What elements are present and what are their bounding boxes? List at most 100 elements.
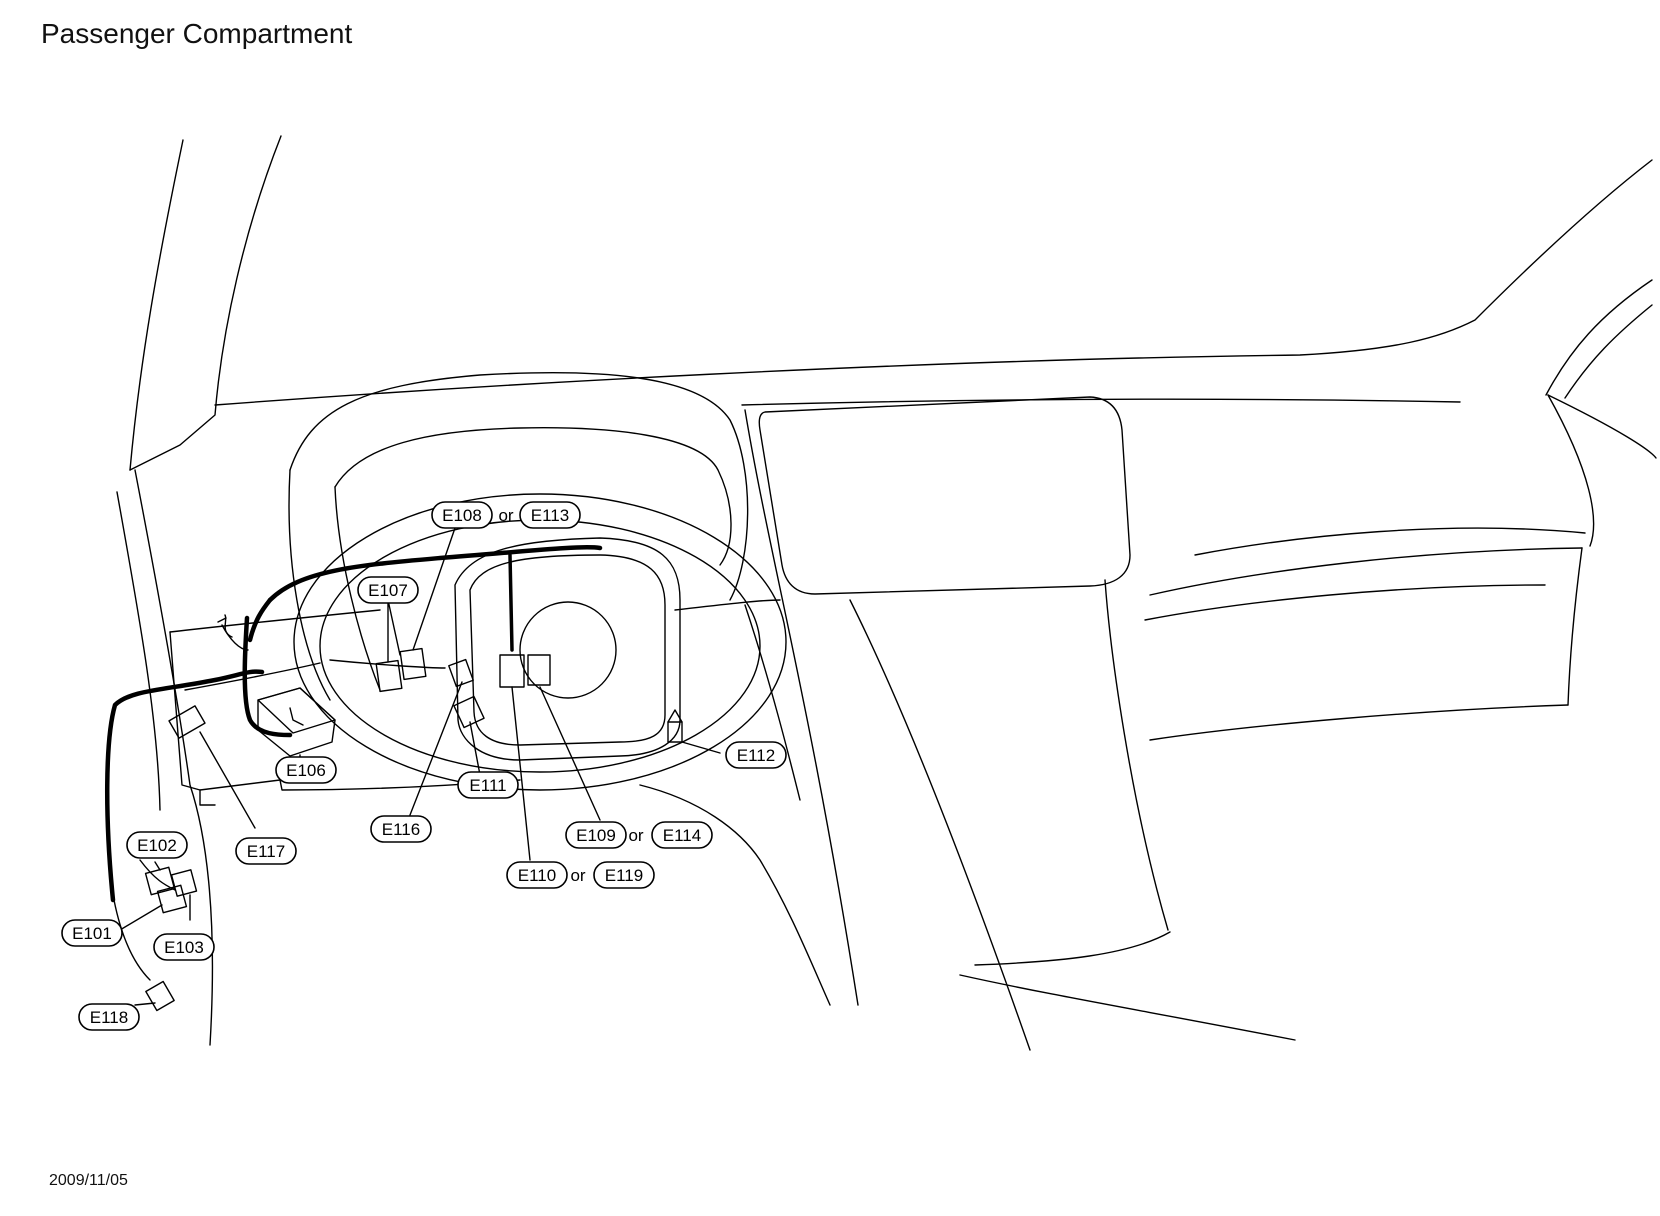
connector-e117	[169, 706, 205, 738]
harness-thin-2	[114, 900, 150, 980]
connector-e101	[158, 885, 187, 912]
steering-hub	[455, 538, 680, 760]
svg-text:E119: E119	[605, 866, 643, 885]
label-e119: E119	[594, 862, 654, 888]
label-e108: E108	[432, 502, 492, 528]
label-e114: E114	[652, 822, 712, 848]
svg-text:E114: E114	[663, 826, 701, 845]
dash-top-edge	[215, 160, 1652, 405]
harness-thin-1	[222, 625, 248, 650]
svg-text:E111: E111	[469, 776, 506, 795]
door-edge	[117, 492, 160, 810]
cluster-hood-outer	[290, 373, 748, 600]
harness-to-e110	[510, 555, 512, 650]
module-e106-mark	[290, 708, 303, 725]
cluster-hood-lower	[335, 487, 380, 690]
dash-right-lower-4	[1150, 705, 1568, 740]
svg-text:E116: E116	[382, 820, 420, 839]
lower-trim	[640, 785, 830, 1005]
label-e106: E106	[276, 757, 336, 783]
leader-e117	[200, 732, 255, 828]
lower-dash-top	[170, 610, 380, 632]
leader-e102	[155, 862, 160, 870]
date-stamp: 2009/11/05	[49, 1172, 128, 1189]
steering-wheel-outer	[294, 494, 786, 790]
dash-lower-right	[745, 605, 800, 800]
connector-e109	[528, 655, 550, 685]
cluster-hood-inner	[335, 428, 731, 565]
dash-right-lower-2	[1150, 548, 1582, 595]
or-e108-e113: or	[498, 506, 513, 525]
leader-e118	[135, 1003, 155, 1005]
leader-e112	[682, 742, 720, 753]
dash-top-rear	[742, 399, 1460, 405]
cluster-hood-left-edge	[289, 470, 330, 700]
leader-e107	[388, 600, 400, 662]
dash-right-lower-5	[1568, 548, 1582, 705]
harness-drop	[245, 618, 290, 735]
steering-hub-inner	[470, 555, 665, 745]
leader-e111	[470, 722, 480, 775]
svg-text:E107: E107	[368, 581, 408, 600]
console-floor	[975, 932, 1170, 965]
connector-e107-a	[376, 661, 402, 692]
dash-right-face	[1548, 395, 1594, 546]
connector-e112-tab	[668, 710, 682, 722]
svg-text:E113: E113	[531, 506, 569, 525]
a-pillar-inner	[130, 136, 281, 470]
leader-e110	[512, 687, 530, 860]
svg-text:E117: E117	[247, 842, 285, 861]
label-e116: E116	[371, 816, 431, 842]
svg-text:E110: E110	[518, 866, 556, 885]
center-console-left	[850, 600, 1030, 1050]
windshield-right	[1546, 280, 1652, 395]
label-e112: E112	[726, 742, 786, 768]
connector-e116	[449, 660, 473, 687]
svg-text:E103: E103	[164, 938, 204, 957]
label-e103: E103	[154, 934, 214, 960]
connector-e112	[668, 722, 682, 742]
label-e113: E113	[520, 502, 580, 528]
horn-pad	[520, 602, 616, 698]
harness-top	[270, 547, 600, 600]
svg-text:E106: E106	[286, 761, 326, 780]
dash-right-curve	[1548, 395, 1656, 458]
main-harness	[107, 672, 262, 900]
module-e106-face	[258, 688, 335, 733]
leader-e109	[540, 687, 600, 820]
dash-right-lower-1	[1195, 528, 1585, 555]
lower-dash-edge	[170, 632, 215, 805]
label-e111: E111	[458, 772, 518, 798]
harness-wiggle	[218, 615, 232, 637]
leader-e108	[413, 528, 455, 650]
svg-text:E112: E112	[737, 746, 775, 765]
label-e102: E102	[127, 832, 187, 858]
connector-e107-b	[400, 649, 426, 680]
steering-spoke-right	[675, 600, 780, 610]
dash-center-divider	[745, 410, 858, 1005]
dash-right-lower-3	[1145, 585, 1545, 620]
or-e109-e114: or	[628, 826, 643, 845]
console-front	[960, 975, 1295, 1040]
label-e118: E118	[79, 1004, 139, 1030]
svg-text:E118: E118	[90, 1008, 128, 1027]
steering-spoke-left	[330, 660, 445, 668]
or-e110-e119: or	[570, 866, 585, 885]
svg-text:E102: E102	[137, 836, 177, 855]
svg-text:E108: E108	[442, 506, 482, 525]
leader-e116	[410, 682, 462, 815]
connector-e103	[171, 870, 196, 896]
glovebox-outline	[759, 397, 1130, 594]
harness-loop	[250, 600, 270, 640]
kick-panel-edge	[135, 470, 212, 1045]
center-console-right	[1105, 580, 1168, 930]
a-pillar-outer	[130, 140, 183, 470]
label-e101: E101	[62, 920, 122, 946]
connector-e111	[454, 696, 484, 727]
label-e117: E117	[236, 838, 296, 864]
connector-e118	[146, 981, 174, 1010]
windshield-right-2	[1565, 305, 1652, 398]
svg-text:E109: E109	[576, 826, 616, 845]
